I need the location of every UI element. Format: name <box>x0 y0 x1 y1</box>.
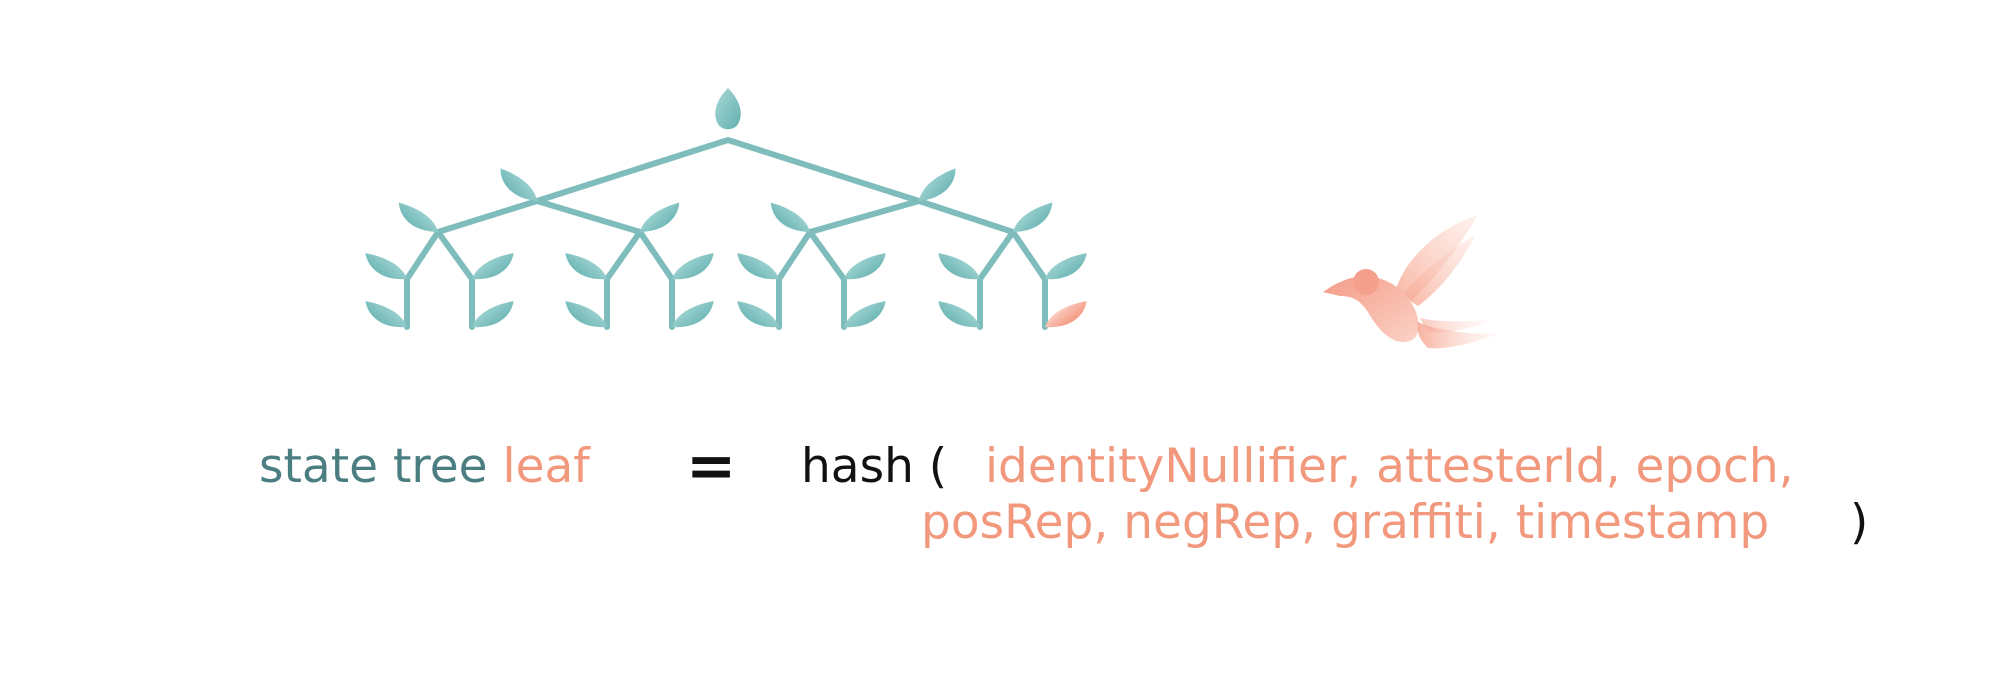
leaf-icon <box>365 301 407 328</box>
leaf-icon <box>938 253 980 280</box>
state-tree-label: state tree <box>259 439 488 494</box>
leaf-icon <box>737 253 779 280</box>
leaf-icon <box>640 202 680 232</box>
leaf-label: leaf <box>502 439 590 494</box>
leaf-icon <box>472 301 514 328</box>
leaf-icon <box>844 301 886 328</box>
bird-body <box>1323 269 1419 343</box>
leaf-icon <box>919 168 956 201</box>
leaf-icon <box>737 301 779 328</box>
leaf-icon <box>565 301 607 328</box>
leaf-icon <box>472 253 514 280</box>
equals-sign: = <box>686 431 737 501</box>
leaf-icon <box>1045 253 1087 280</box>
leaf-icon <box>1013 202 1053 232</box>
leaf-icon <box>672 301 714 328</box>
hash-args-line1: identityNullifier, attesterId, epoch, <box>985 439 1794 494</box>
bird-wings <box>1395 215 1478 306</box>
leaf-icon <box>938 301 980 328</box>
leaf-icon <box>672 253 714 280</box>
hash-close-paren: ) <box>1850 495 1869 550</box>
formula-lhs: state tree leaf <box>259 443 590 490</box>
leaf-icon <box>398 202 438 232</box>
hash-args-line2: posRep, negRep, graffiti, timestamp <box>921 495 1770 550</box>
tree-leaves <box>365 88 1087 328</box>
root-leaf-icon <box>715 88 741 130</box>
leaf-icon <box>770 202 810 232</box>
hash-open: hash ( <box>801 439 948 494</box>
leaf-icon <box>565 253 607 280</box>
leaf-icon <box>365 253 407 280</box>
coral-leaf-icon <box>1045 301 1087 328</box>
leaf-icon <box>500 168 537 201</box>
leaf-icon <box>844 253 886 280</box>
bird-tail <box>1417 318 1498 349</box>
tree-branches <box>404 137 1048 330</box>
